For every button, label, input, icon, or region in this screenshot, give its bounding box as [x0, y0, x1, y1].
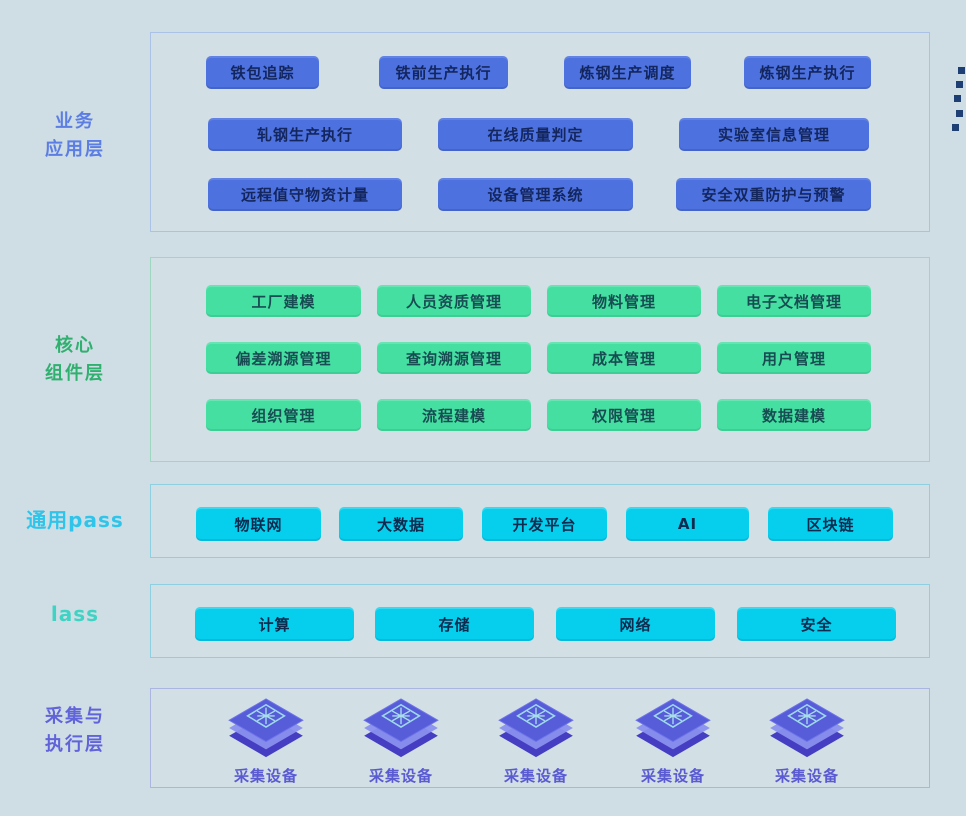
- core-button[interactable]: 人员资质管理: [377, 285, 531, 317]
- layer-label-paas: 通用pass: [0, 505, 150, 536]
- deco-square: [956, 110, 963, 117]
- business-button[interactable]: 炼钢生产执行: [744, 56, 871, 89]
- deco-square: [958, 67, 965, 74]
- device-label: 采集设备: [774, 767, 839, 785]
- core-button[interactable]: 流程建模: [377, 399, 531, 431]
- core-button[interactable]: 权限管理: [547, 399, 701, 431]
- layer-label-line: 执行层: [45, 733, 105, 755]
- core-button[interactable]: 组织管理: [206, 399, 361, 431]
- core-button[interactable]: 成本管理: [547, 342, 701, 374]
- layer-label-line: 业务: [55, 111, 95, 132]
- layer-label-collection: 采集与 执行层: [0, 703, 150, 759]
- paas-button[interactable]: AI: [626, 507, 749, 541]
- collection-device: 采集设备: [752, 697, 862, 786]
- business-button[interactable]: 铁前生产执行: [379, 56, 508, 89]
- device-label: 采集设备: [640, 767, 705, 785]
- collection-device: 采集设备: [346, 697, 456, 786]
- business-button[interactable]: 实验室信息管理: [679, 118, 869, 151]
- core-button[interactable]: 用户管理: [717, 342, 871, 374]
- deco-square: [954, 95, 961, 102]
- iaas-button[interactable]: 网络: [556, 607, 715, 641]
- core-button[interactable]: 数据建模: [717, 399, 871, 431]
- core-button[interactable]: 查询溯源管理: [377, 342, 531, 374]
- device-cube-icon: [363, 698, 439, 758]
- deco-square: [956, 81, 963, 88]
- panel-paas-layer: 物联网 大数据 开发平台 AI 区块链: [150, 484, 930, 558]
- business-button[interactable]: 设备管理系统: [438, 178, 633, 211]
- device-label: 采集设备: [233, 767, 298, 785]
- device-cube-icon: [635, 698, 711, 758]
- business-button[interactable]: 炼钢生产调度: [564, 56, 691, 89]
- panel-collection-layer: 采集设备 采集设备 采集设备: [150, 688, 930, 788]
- device-cube-icon: [228, 698, 304, 758]
- device-cube-icon: [498, 698, 574, 758]
- paas-button[interactable]: 开发平台: [482, 507, 607, 541]
- layer-label-line: lass: [50, 602, 100, 626]
- paas-button[interactable]: 区块链: [768, 507, 893, 541]
- layer-label-line: 通用pass: [26, 508, 124, 532]
- panel-iaas-layer: 计算 存储 网络 安全: [150, 584, 930, 658]
- core-button[interactable]: 电子文档管理: [717, 285, 871, 317]
- panel-core-layer: 工厂建模 人员资质管理 物料管理 电子文档管理 偏差溯源管理 查询溯源管理 成本…: [150, 257, 930, 462]
- paas-button[interactable]: 大数据: [339, 507, 463, 541]
- collection-device: 采集设备: [481, 697, 591, 786]
- layer-label-line: 核心: [55, 335, 95, 356]
- device-cube-icon: [769, 698, 845, 758]
- layer-label-iaas: lass: [0, 599, 150, 630]
- device-label: 采集设备: [368, 767, 433, 785]
- iaas-button[interactable]: 存储: [375, 607, 534, 641]
- deco-square: [952, 124, 959, 131]
- business-button[interactable]: 远程值守物资计量: [208, 178, 402, 211]
- iaas-button[interactable]: 安全: [737, 607, 896, 641]
- panel-business-layer: 铁包追踪 铁前生产执行 炼钢生产调度 炼钢生产执行 轧钢生产执行 在线质量判定 …: [150, 32, 930, 232]
- layer-label-core: 核心 组件层: [0, 332, 150, 388]
- collection-device: 采集设备: [211, 697, 321, 786]
- layer-label-business: 业务 应用层: [0, 108, 150, 164]
- layer-label-line: 采集与: [45, 706, 105, 727]
- device-label: 采集设备: [503, 767, 568, 785]
- paas-button[interactable]: 物联网: [196, 507, 321, 541]
- layer-label-line: 组件层: [45, 362, 105, 384]
- layer-label-line: 应用层: [45, 138, 105, 160]
- business-button[interactable]: 在线质量判定: [438, 118, 633, 151]
- core-button[interactable]: 物料管理: [547, 285, 701, 317]
- core-button[interactable]: 工厂建模: [206, 285, 361, 317]
- iaas-button[interactable]: 计算: [195, 607, 354, 641]
- business-button[interactable]: 安全双重防护与预警: [676, 178, 871, 211]
- collection-device: 采集设备: [618, 697, 728, 786]
- business-button[interactable]: 铁包追踪: [206, 56, 319, 89]
- business-button[interactable]: 轧钢生产执行: [208, 118, 402, 151]
- core-button[interactable]: 偏差溯源管理: [206, 342, 361, 374]
